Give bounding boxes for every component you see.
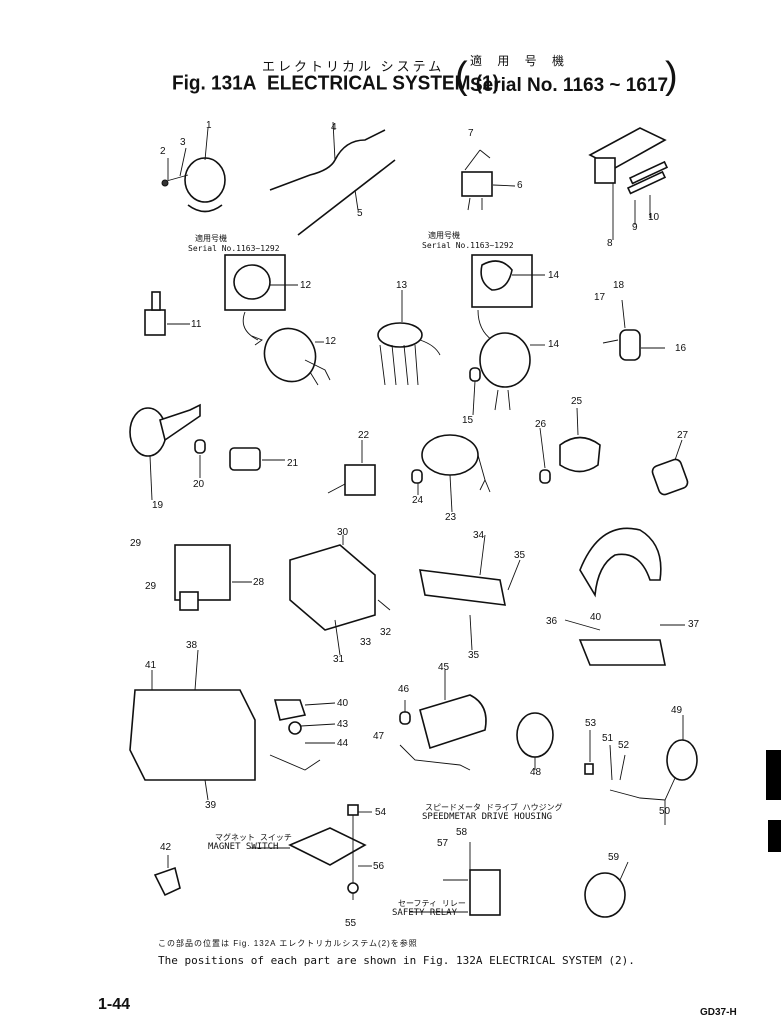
safety-relay-label: SAFETY RELAY <box>392 908 458 918</box>
callout-23: 23 <box>445 512 457 523</box>
callout-57: 57 <box>437 838 449 849</box>
callout-34: 34 <box>473 530 485 541</box>
callout-27: 27 <box>677 430 689 441</box>
callout-15: 15 <box>462 415 474 426</box>
callout-35b: 35 <box>468 650 480 661</box>
inset-right-serial: Serial No.1163~1292 <box>422 241 514 250</box>
speedometer-label-jp: スピードメータ ドライブ ハウジング <box>425 803 563 812</box>
inset-box-left <box>224 254 286 311</box>
callout-40b: 40 <box>590 612 602 623</box>
close-paren: ) <box>665 55 678 97</box>
callout-21: 21 <box>287 458 299 469</box>
callout-50: 50 <box>659 806 671 817</box>
callout-32: 32 <box>380 627 392 638</box>
callout-36: 36 <box>546 616 558 627</box>
callout-58: 58 <box>456 827 468 838</box>
callout-42: 42 <box>160 842 172 853</box>
index-tab-mark-1 <box>766 750 781 800</box>
callout-6: 6 <box>517 180 523 191</box>
callout-19: 19 <box>152 500 164 511</box>
callout-14b: 14 <box>548 339 560 350</box>
callout-53: 53 <box>585 718 597 729</box>
callout-51: 51 <box>602 733 614 744</box>
callout-25: 25 <box>571 396 583 407</box>
callout-37: 37 <box>688 619 700 630</box>
figure-label: Fig. 131A <box>172 72 257 95</box>
speedometer-label: SPEEDMETAR DRIVE HOUSING <box>422 812 553 822</box>
callout-48: 48 <box>530 767 542 778</box>
callout-24: 24 <box>412 495 424 506</box>
callout-2: 2 <box>160 146 166 157</box>
callout-45: 45 <box>438 662 450 673</box>
callout-12a: 12 <box>300 280 312 291</box>
switch-drawing <box>144 291 190 336</box>
callout-29b: 29 <box>145 581 157 592</box>
callout-7: 7 <box>468 128 474 139</box>
callout-52: 52 <box>618 740 630 751</box>
horn-19-drawing <box>129 403 201 501</box>
callout-13: 13 <box>396 280 408 291</box>
callout-1: 1 <box>206 120 212 131</box>
callout-55: 55 <box>345 918 357 929</box>
callout-8: 8 <box>607 238 613 249</box>
document-code: GD37-H <box>700 1007 737 1018</box>
callout-35a: 35 <box>514 550 526 561</box>
inset-right-jp: 適用号機 <box>428 231 460 240</box>
callout-28: 28 <box>253 577 265 588</box>
callout-59: 59 <box>608 852 620 863</box>
serial-range: Serial No. 1163 ~ 1617 <box>470 75 669 96</box>
callout-12b: 12 <box>325 336 337 347</box>
callout-44: 44 <box>337 738 349 749</box>
magnet-switch-label-jp: マグネット スイッチ <box>215 833 292 842</box>
footer-note-japanese: この部品の位置は Fig. 132A エレクトリカルシステム(2)を参照 <box>158 939 418 948</box>
callout-29a: 29 <box>130 538 142 549</box>
callout-17: 17 <box>594 292 606 303</box>
callout-10: 10 <box>648 212 660 223</box>
callout-40: 40 <box>337 698 349 709</box>
callout-46: 46 <box>398 684 410 695</box>
lamp-bracket-drawing <box>161 127 226 213</box>
callout-31: 31 <box>333 654 345 665</box>
callout-54: 54 <box>375 807 387 818</box>
open-paren: ( <box>455 55 468 97</box>
callout-22: 22 <box>358 430 370 441</box>
wire-harness-drawing <box>269 121 396 236</box>
callout-41: 41 <box>145 660 157 671</box>
relay-drawing <box>461 149 516 211</box>
fuse-holder-drawing <box>588 127 669 240</box>
safety-relay-label-jp: セーフティ リレー <box>398 899 466 908</box>
callout-14a: 14 <box>548 270 560 281</box>
callout-39: 39 <box>205 800 217 811</box>
callout-20: 20 <box>193 479 205 490</box>
callout-16: 16 <box>675 343 687 354</box>
callout-26: 26 <box>535 419 547 430</box>
callout-49: 49 <box>671 705 683 716</box>
callout-5: 5 <box>357 208 363 219</box>
magnet-switch-label: MAGNET SWITCH <box>208 842 279 852</box>
callout-38: 38 <box>186 640 198 651</box>
callout-43: 43 <box>337 719 349 730</box>
callout-56: 56 <box>373 861 385 872</box>
footer-note: The positions of each part are shown in … <box>158 954 635 967</box>
page-title: Fig. 131A ELECTRICAL SYSTEM (1) <box>172 74 499 94</box>
callout-11: 11 <box>191 319 202 330</box>
serial-japanese: 適 用 号 機 <box>470 54 571 68</box>
harness-13-drawing <box>377 290 441 386</box>
callout-33: 33 <box>360 637 372 648</box>
inset-left-jp: 適用号機 <box>195 234 227 243</box>
inset-left-serial: Serial No.1163~1292 <box>188 244 280 253</box>
index-tab-mark-2 <box>768 820 781 852</box>
callout-18: 18 <box>613 280 625 291</box>
page-number: 1-44 <box>98 996 131 1013</box>
title-japanese: エレクトリカル システム <box>262 59 445 74</box>
callout-3: 3 <box>180 137 186 148</box>
callout-47: 47 <box>373 731 385 742</box>
callout-9: 9 <box>632 222 638 233</box>
figure-title: ELECTRICAL SYSTEM (1) <box>267 72 499 95</box>
horn-drawing <box>602 299 665 361</box>
callout-30: 30 <box>337 527 349 538</box>
inset-box-right <box>471 254 533 308</box>
callout-4: 4 <box>331 122 337 133</box>
